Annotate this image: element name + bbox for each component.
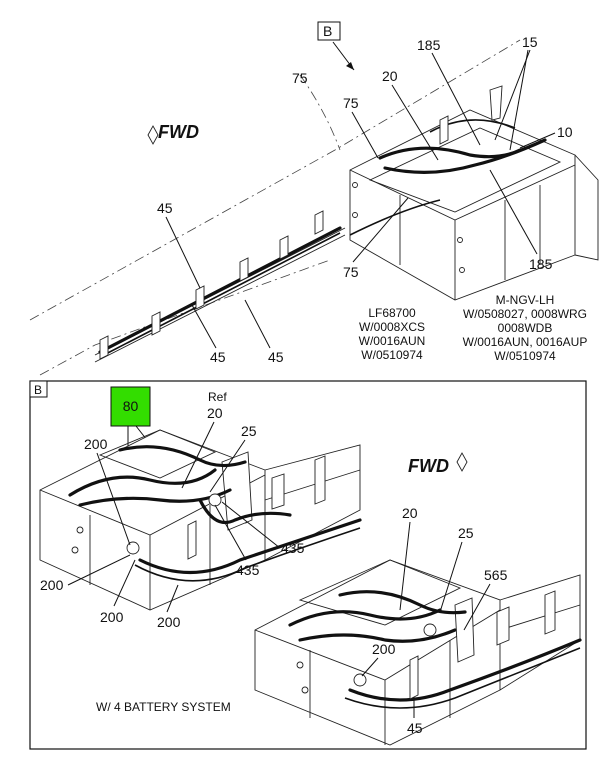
fwd-label: FWD bbox=[158, 122, 199, 142]
callout-200-r: 200 bbox=[372, 641, 396, 657]
note-right: M-NGV-LH W/0508027, 0008WRG 0008WDB W/00… bbox=[463, 293, 588, 363]
callout-75-bottom: 75 bbox=[343, 264, 359, 280]
callout-45-mid: 45 bbox=[210, 349, 226, 365]
frame-rail-outline-lower bbox=[39, 259, 331, 376]
battery-assembly-left bbox=[39, 429, 361, 611]
view-flag-label: B bbox=[323, 23, 332, 39]
battery-cables-top bbox=[349, 85, 547, 236]
callout-45-top: 45 bbox=[157, 200, 173, 216]
callout-45-detail: 45 bbox=[407, 720, 423, 736]
view-arrowhead bbox=[346, 62, 354, 70]
detail-view: B 80 Ref FWD bbox=[29, 380, 587, 750]
callout-15: 15 bbox=[522, 34, 538, 50]
svg-text:LF68700: LF68700 bbox=[368, 306, 416, 320]
fwd-marker: FWD bbox=[147, 122, 199, 145]
note-left: LF68700 W/0008XCS W/0016AUN W/0510974 bbox=[359, 306, 426, 362]
fwd-marker-detail: FWD bbox=[408, 452, 468, 476]
svg-text:W/0510974: W/0510974 bbox=[494, 349, 556, 363]
detail-view-flag-label: B bbox=[34, 383, 42, 397]
frame-rail-curve bbox=[299, 74, 341, 151]
callout-10: 10 bbox=[557, 124, 573, 140]
callout-20: 20 bbox=[382, 68, 398, 84]
detail-frame bbox=[29, 380, 587, 750]
callout-25-right: 25 bbox=[458, 525, 474, 541]
callout-80-highlight bbox=[110, 386, 151, 427]
svg-text:W/0508027, 0008WRG: W/0508027, 0008WRG bbox=[463, 307, 587, 321]
top-view: B FWD bbox=[29, 21, 599, 376]
callout-200-right: 200 bbox=[157, 614, 181, 630]
callout-200-bottom: 200 bbox=[100, 609, 124, 625]
callout-435-upper: 435 bbox=[281, 540, 305, 556]
svg-text:0008WDB: 0008WDB bbox=[498, 321, 553, 335]
callout-75-mid: 75 bbox=[343, 95, 359, 111]
callout-185-bottom: 185 bbox=[529, 256, 553, 272]
fwd-label-detail: FWD bbox=[408, 456, 449, 476]
battery-cables-right bbox=[288, 590, 582, 709]
view-flag-box bbox=[317, 21, 341, 41]
svg-text:W/0016AUN, 0016AUP: W/0016AUN, 0016AUP bbox=[463, 335, 588, 349]
callout-565: 565 bbox=[484, 567, 508, 583]
callout-25-left: 25 bbox=[241, 423, 257, 439]
callout-75-left: 75 bbox=[292, 70, 308, 86]
callout-80: 80 bbox=[123, 398, 139, 414]
callout-20-ref: 20 bbox=[207, 405, 223, 421]
frame-rail bbox=[94, 210, 346, 363]
svg-text:W/0008XCS: W/0008XCS bbox=[359, 320, 425, 334]
callout-200-top: 200 bbox=[84, 436, 108, 452]
detail-caption: W/ 4 BATTERY SYSTEM bbox=[96, 700, 231, 714]
battery-box bbox=[349, 109, 599, 301]
frame-rail-outline bbox=[29, 39, 521, 321]
svg-text:M-NGV-LH: M-NGV-LH bbox=[496, 293, 555, 307]
ref-label: Ref bbox=[208, 390, 227, 404]
callout-20-right: 20 bbox=[402, 505, 418, 521]
battery-assembly-right bbox=[254, 559, 581, 746]
detail-view-flag-box bbox=[29, 380, 48, 398]
callout-200-left: 200 bbox=[40, 577, 64, 593]
svg-text:W/0016AUN: W/0016AUN bbox=[359, 334, 426, 348]
callout-45-right: 45 bbox=[268, 349, 284, 365]
callout-185-top: 185 bbox=[417, 37, 441, 53]
callout-435-lower: 435 bbox=[236, 562, 260, 578]
svg-text:W/0510974: W/0510974 bbox=[361, 348, 423, 362]
